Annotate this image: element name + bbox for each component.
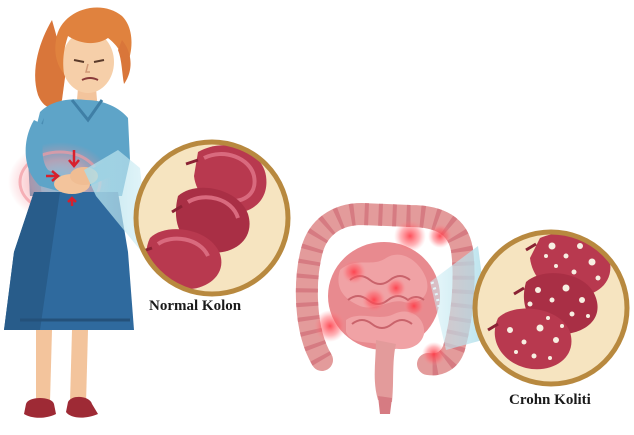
crohn-colitis-zoom-circle bbox=[470, 228, 634, 388]
normal-colon-zoom-circle bbox=[130, 140, 300, 300]
crohn-colitis-label: Crohn Koliti bbox=[509, 392, 591, 409]
normal-colon-label: Normal Kolon bbox=[149, 298, 241, 315]
